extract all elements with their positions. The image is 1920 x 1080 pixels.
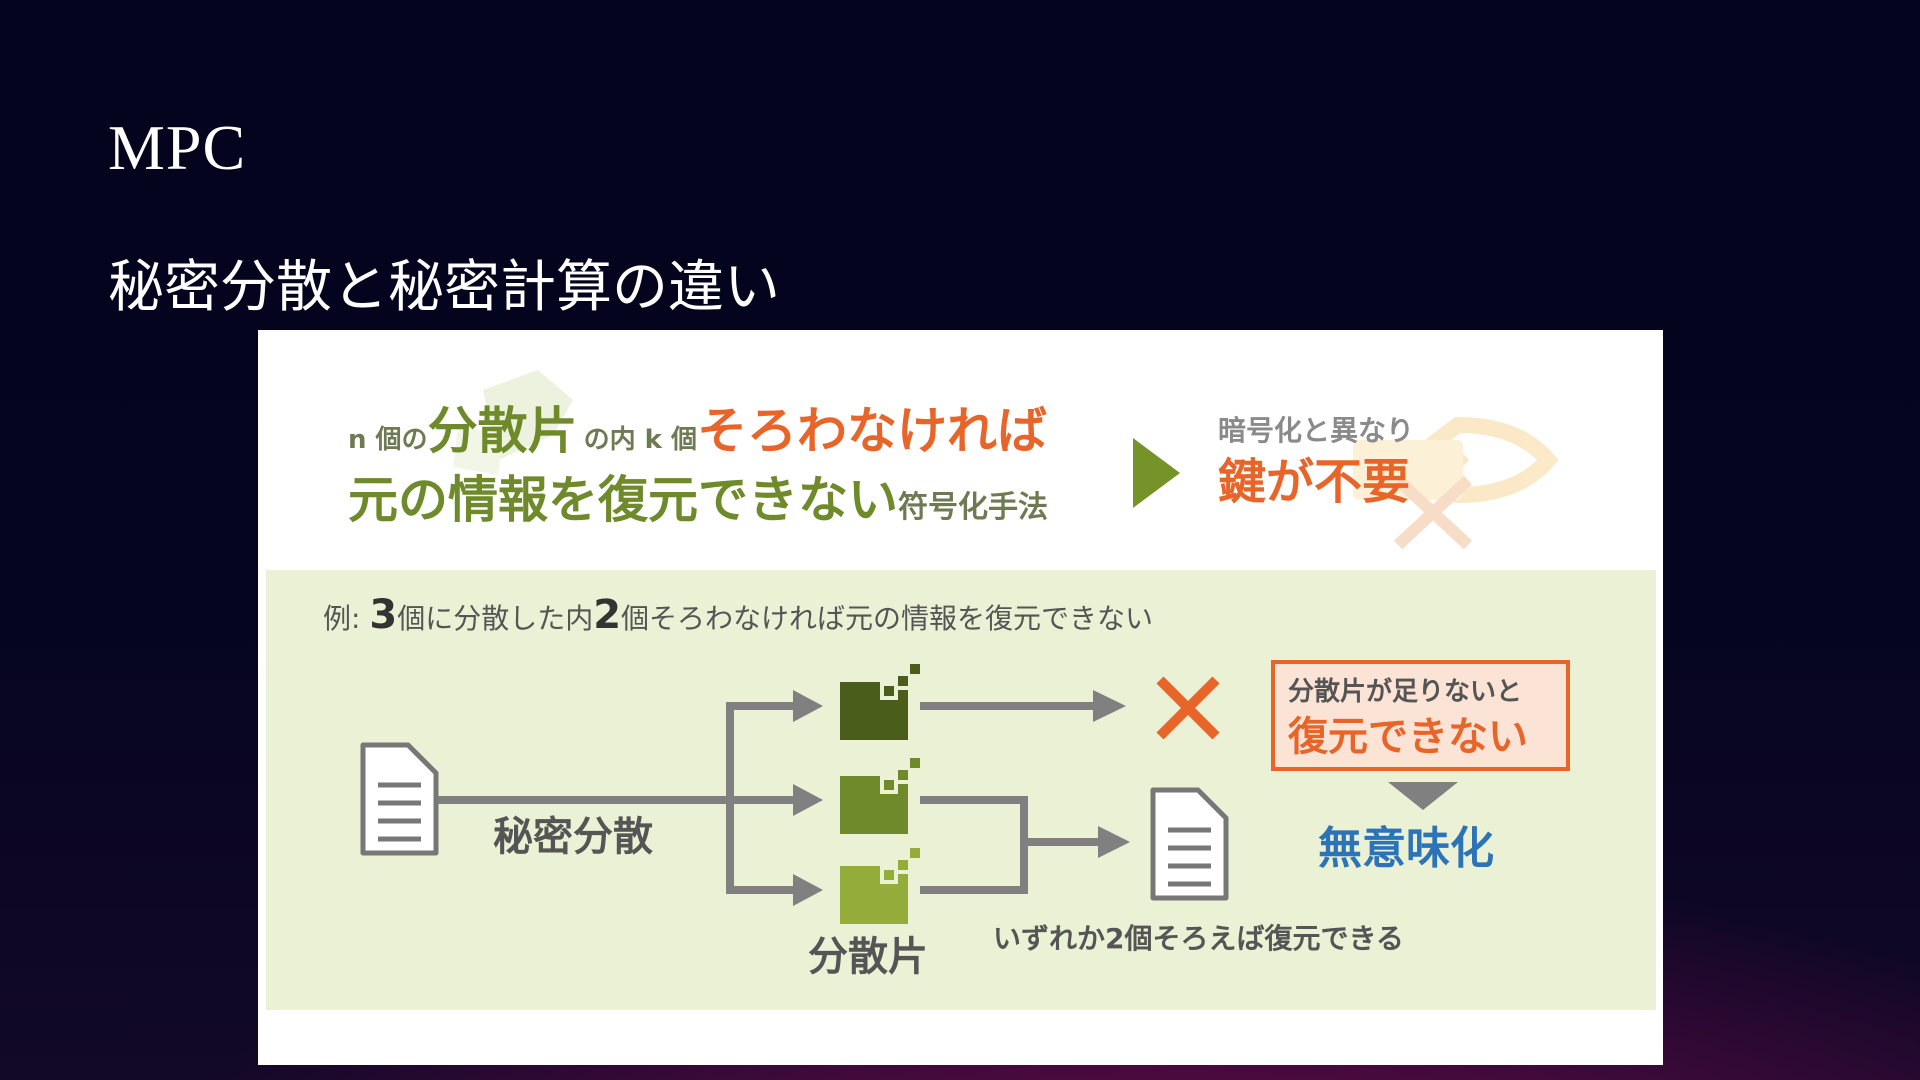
arrow-head-icon [793,690,823,722]
puzzle-decoration-icon [453,370,573,475]
secret-sharing-label: 秘密分散 [493,814,653,860]
share-icon [840,758,920,834]
key-note-line1: 暗号化と異なり [1218,414,1414,447]
def-em-unless: そろわなければ [697,402,1047,460]
example-mid2: 個そろわなければ元の情報を復元できない [621,602,1153,635]
cross-icon [1156,676,1220,740]
def-suffix: 符号化手法 [898,490,1048,525]
share-icon [840,848,920,924]
recovered-document-icon [1150,787,1229,901]
def-em-cannot-restore: 元の情報を復元できない [348,471,898,529]
slide-subtitle: 秘密分散と秘密計算の違い [108,255,780,320]
def-mid: の内 k 個 [584,425,697,455]
svg-text:例: 3個に分散した内2個そろわなければ元の情報を復元できな: 例: 3個に分散した内2個そろわなければ元の情報を復元できない [323,592,1153,638]
arrow-head-icon [793,784,823,816]
secret-sharing-figure: n 個の分散片の内 k 個そろわなければ 元の情報を復元できない符号化手法 暗号… [258,330,1663,1065]
example-num1: 3 [369,592,397,638]
slide-title: MPC [108,112,247,183]
insufficient-line2: 復元できない [1287,714,1528,760]
share-icon [840,664,920,740]
svg-text:元の情報を復元できない符号化手法: 元の情報を復元できない符号化手法 [348,471,1048,529]
down-triangle-icon [1388,782,1458,810]
recover-label: いずれか2個そろえば復元できる [993,922,1404,955]
arrow-head-icon [1093,690,1126,722]
meaningless-label: 無意味化 [1318,823,1494,874]
document-icon [360,742,439,856]
key-note-line2: 鍵が不要 [1218,454,1410,510]
example-mid1: 個に分散した内 [397,602,593,635]
figure-canvas: n 個の分散片の内 k 個そろわなければ 元の情報を復元できない符号化手法 暗号… [266,370,1656,1010]
def-prefix: n 個の [348,425,428,455]
insufficient-line1: 分散片が足りないと [1288,676,1522,707]
key-decoration-icon [1353,416,1559,550]
def-em-shares: 分散片 [428,402,578,460]
example-num2: 2 [593,592,621,638]
arrow-head-icon [1098,826,1130,858]
play-arrow-icon [1133,438,1180,508]
shares-label: 分散片 [808,934,928,980]
insufficient-box [1271,660,1570,771]
example-prefix: 例: [323,602,369,635]
arrow-head-icon [793,874,823,906]
